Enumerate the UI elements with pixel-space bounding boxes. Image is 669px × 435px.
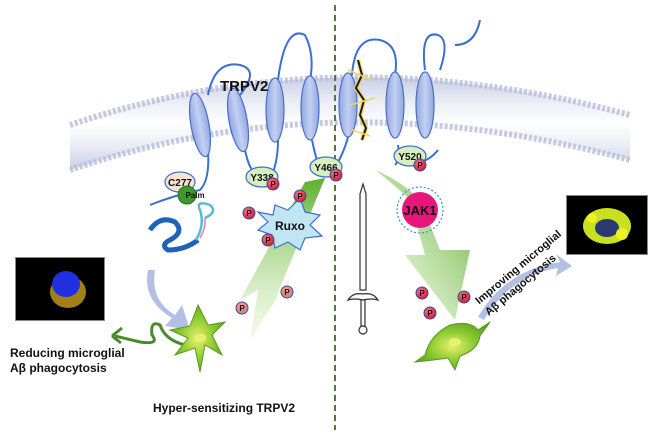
ruxo-drug-badge: Ruxo	[256, 196, 324, 251]
sword-icon	[346, 181, 380, 335]
helix	[385, 71, 405, 139]
curved-arrow-right-up	[478, 254, 572, 320]
svg-text:Y520: Y520	[398, 152, 422, 163]
phospho-badge: P	[293, 189, 307, 203]
phospho-badge-faded: P	[235, 301, 249, 315]
phospho-badge: P	[242, 206, 256, 220]
svg-text:P: P	[461, 293, 467, 302]
curved-arrow-left-down	[147, 270, 190, 330]
svg-text:P: P	[333, 171, 339, 180]
svg-text:P: P	[239, 304, 245, 313]
micrograph-improved	[583, 208, 631, 244]
phospho-badge: P	[415, 286, 429, 300]
microglia-cell-left	[168, 303, 227, 373]
trpv2-title: TRPV2	[220, 78, 268, 95]
phospho-badge: P	[413, 158, 427, 172]
helix	[265, 77, 285, 143]
svg-text:P: P	[284, 288, 290, 297]
phospho-groups: P P P P P P P P P P P	[235, 158, 471, 320]
phospho-badge: P	[423, 306, 437, 320]
svg-text:JAK1: JAK1	[403, 203, 436, 218]
microscopy-image-improved	[566, 195, 648, 255]
phospho-badge-faded: P	[280, 285, 294, 299]
transmembrane-helices	[188, 71, 435, 158]
caption-left-line2: Aβ phagocytosis	[10, 361, 107, 375]
signal-arrow-left	[240, 178, 325, 340]
svg-text:P: P	[265, 236, 271, 245]
phospho-badge: P	[457, 290, 471, 304]
squiggle-arrow	[114, 322, 186, 347]
svg-text:P: P	[297, 192, 303, 201]
svg-text:P: P	[246, 209, 252, 218]
helix	[188, 92, 212, 158]
protein-ribbon	[147, 202, 215, 253]
svg-text:Palm: Palm	[185, 191, 204, 200]
palmitoylation-badge: Palm	[177, 185, 205, 205]
svg-text:P: P	[419, 289, 425, 298]
svg-text:Ruxo: Ruxo	[275, 219, 305, 233]
phospho-badge: P	[266, 177, 280, 191]
helix	[226, 87, 250, 153]
svg-text:P: P	[417, 161, 423, 170]
svg-text:Y338: Y338	[250, 173, 274, 184]
svg-text:C277: C277	[168, 178, 192, 189]
svg-text:P: P	[270, 180, 276, 189]
signal-arrow-right	[375, 170, 470, 320]
ligand-molecule	[347, 59, 376, 141]
caption-hyper-sensitizing: Hyper-sensitizing TRPV2	[153, 401, 296, 415]
caption-left-line1: Reducing microglial	[10, 346, 125, 360]
helix	[300, 75, 320, 141]
phospho-badge: P	[261, 233, 275, 247]
micrograph-reduced	[50, 271, 86, 308]
caption-reducing-phagocytosis: Reducing microglial Aβ phagocytosis	[10, 346, 125, 376]
phospho-badge: P	[329, 168, 343, 182]
helix	[338, 72, 358, 138]
microscopy-image-reduced	[15, 257, 105, 321]
helix	[415, 71, 435, 139]
svg-text:Y466: Y466	[314, 163, 338, 174]
svg-text:P: P	[427, 309, 433, 318]
jak1-kinase: JAK1	[381, 180, 445, 248]
squiggle-arrowhead	[111, 326, 123, 345]
microglia-cell-right	[413, 321, 491, 372]
